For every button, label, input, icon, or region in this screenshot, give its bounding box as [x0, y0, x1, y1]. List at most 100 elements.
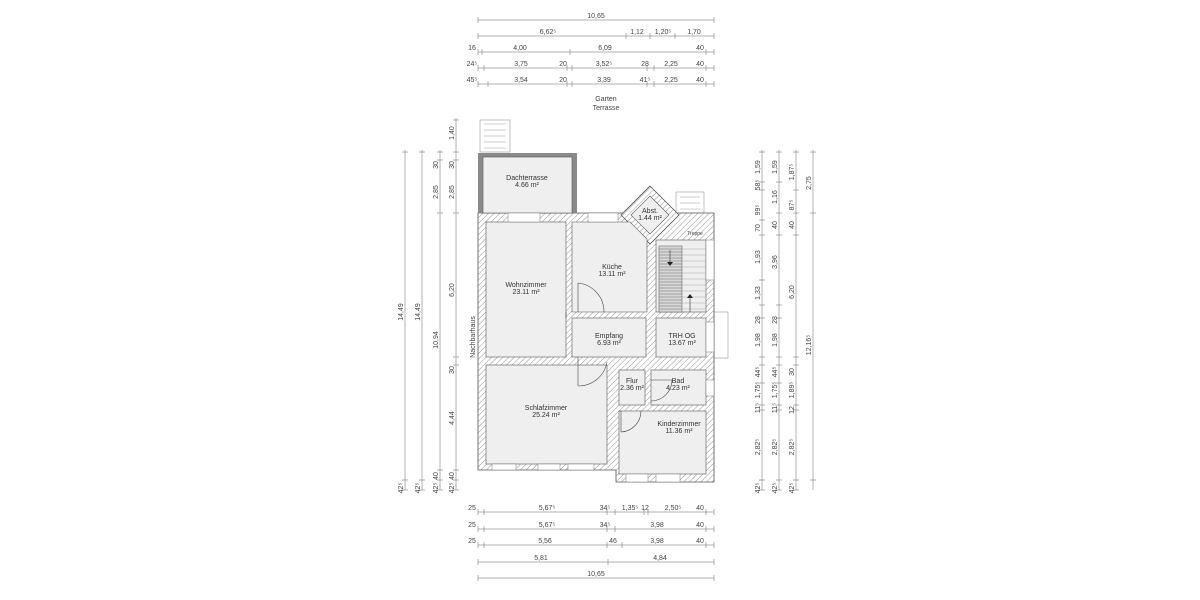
right-dimension-label: 42⁵ [755, 483, 762, 494]
left-dimension-label: 2,85 [449, 185, 456, 199]
right-dimension-label: 2,75 [806, 176, 813, 190]
bottom-dimension-label: 25 [468, 522, 476, 529]
top-dimension-label: 3,75 [514, 61, 528, 68]
room-abstellraum [630, 195, 670, 235]
room-name: Wohnzimmer [505, 282, 547, 289]
interior-stairs: Treppe [658, 231, 706, 313]
right-dimension-label: 1,16 [772, 190, 779, 204]
neighbour-house-label: Nachbarhaus [470, 316, 477, 358]
room-area: 11.36 m² [665, 428, 693, 435]
right-dimension-label: 42⁵ [789, 483, 796, 494]
room-empfang [571, 317, 647, 358]
room-wohnzimmer [485, 221, 567, 358]
left-dimension-label: 10,94 [433, 331, 440, 349]
stairs-label: Treppe [687, 231, 703, 237]
garden-label: Garten [595, 96, 617, 103]
terrace-label: Terrasse [593, 105, 620, 112]
right-dimension-label: 30 [789, 368, 796, 376]
bottom-dimension-label: 34⁵ [600, 522, 611, 529]
room-kinderzimmer [618, 410, 707, 475]
stair-arrow-up-icon [687, 294, 693, 298]
top-dimension-label: 1,70 [687, 29, 701, 36]
top-dimension-label: 3,39 [597, 77, 611, 84]
right-dimension-label: 11⁵ [772, 403, 779, 413]
room-area: 25.24 m² [532, 412, 560, 419]
right-dimension-label: 99⁵ [755, 205, 762, 216]
right-dimension-label: 2,82⁵ [755, 439, 762, 456]
right-dimension-label: 1,75⁵ [772, 382, 779, 399]
room-label: Abst.1.44 m² [638, 208, 662, 222]
right-dimension-label: 3,96 [772, 255, 779, 269]
top-dimension-label: 2,25 [664, 77, 678, 84]
right-dimension-label: 1,98 [755, 333, 762, 347]
stair-arrow-down-icon [667, 262, 673, 266]
left-dimension-label: 42⁵ [398, 483, 405, 494]
right-dimension-label: 44⁵ [755, 367, 762, 378]
room-area: 6.93 m² [597, 340, 621, 347]
right-dimension-label: 40 [772, 221, 779, 229]
bottom-dimension-label: 12 [641, 505, 649, 512]
bottom-dimension-label: 25 [468, 505, 476, 512]
top-dimension-label: 2,25 [664, 61, 678, 68]
left-dimension-label: 6,20 [449, 283, 456, 297]
top-dimension-label: 41⁵ [640, 77, 651, 84]
top-dimension-label: 1,12 [630, 29, 644, 36]
exterior-stair-top-right [675, 191, 705, 214]
right-dimension-label: 11⁵ [755, 403, 762, 413]
right-dimension-label: 58⁵ [755, 180, 762, 191]
room-area: 13.67 m² [668, 340, 696, 347]
right-dimension-label: 1,75⁵ [755, 382, 762, 399]
left-dimension-label: 30 [449, 161, 456, 169]
right-dimension-label: 42⁵ [772, 483, 779, 494]
right-dimension-label: 70 [755, 224, 762, 232]
bottom-dimension-label: 4,84 [653, 555, 667, 562]
doors [565, 282, 673, 433]
right-dimension-label: 44⁵ [772, 367, 779, 378]
left-dimension-label: 42⁵ [449, 483, 456, 494]
top-dimension-label: 40 [696, 61, 704, 68]
room-area: 4.23 m² [666, 385, 690, 392]
left-dimension-label: 30 [449, 366, 456, 374]
top-dimension-label: 4,00 [513, 45, 527, 52]
top-dimension-label: 6,09 [598, 45, 612, 52]
left-dimension-label: 40 [449, 472, 456, 480]
right-dimension-label: 1,33 [755, 286, 762, 300]
right-dimension-label: 87⁵ [789, 200, 796, 211]
right-dimension-label: 40 [789, 221, 796, 229]
room-area: 1.44 m² [638, 215, 662, 222]
top-dimension-label: 45⁵ [467, 77, 478, 84]
right-dimension-label: 1,89⁵ [789, 382, 796, 399]
room-name: Abst. [642, 208, 658, 215]
top-dimension-label: 40 [696, 45, 704, 52]
room-dachterrasse [482, 156, 573, 214]
left-dimension-label: 30 [433, 161, 440, 169]
bottom-dimension-label: 10,65 [587, 571, 605, 578]
top-dimension-label: 28 [641, 61, 649, 68]
right-dimension-label: 2,82⁵ [789, 439, 796, 456]
bottom-dimension-label: 3,98 [650, 522, 664, 529]
left-dimension-label: 40 [433, 472, 440, 480]
bottom-dimension-label: 40 [696, 505, 704, 512]
right-dimension-label: 1,87⁵ [789, 164, 796, 181]
room-area: 2.36 m² [620, 385, 644, 392]
top-dimension-label: 16 [468, 45, 476, 52]
top-dimension-label: 1,20⁵ [655, 29, 672, 36]
exterior-balcony-right [713, 311, 729, 359]
bottom-dimension-label: 5,67⁵ [539, 505, 556, 512]
top-dimension-label: 3,54 [514, 77, 528, 84]
room-name: Schlafzimmer [525, 405, 568, 412]
room-name: Küche [602, 264, 622, 271]
bottom-dimension-label: 25 [468, 538, 476, 545]
exterior-stair-top-left [479, 119, 511, 153]
bottom-dimension-label: 5,67⁵ [539, 522, 556, 529]
left-dimension-label: 14,49 [398, 303, 405, 321]
top-dimension-label: 10,65 [587, 13, 605, 20]
